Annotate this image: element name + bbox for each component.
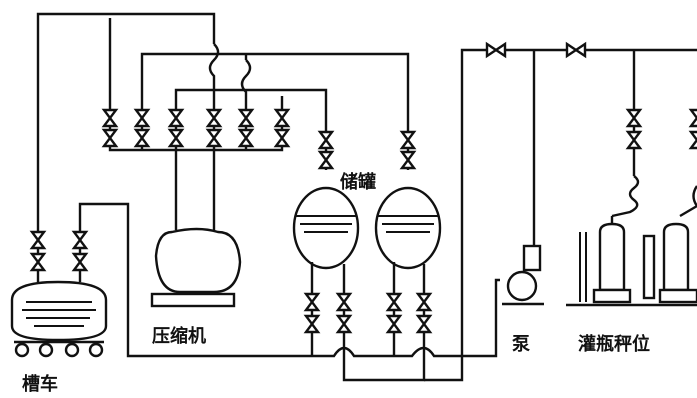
- tank2-top-valve-b: [400, 150, 416, 170]
- tank1-top-valve: [318, 130, 334, 150]
- scale-valve-2: [626, 130, 642, 150]
- filling-scale-label: 灌瓶秤位: [578, 334, 650, 355]
- tanker-valve-1: [30, 230, 46, 250]
- pump-label: 泵: [512, 334, 530, 355]
- tanker-truck: [10, 280, 108, 358]
- tank2-bottom-valve-1: [386, 292, 402, 312]
- compressor: [150, 227, 242, 308]
- manifold-valve-10: [206, 128, 222, 148]
- tank1-bottom-valve-3: [336, 292, 352, 312]
- manifold-valve-2: [134, 108, 150, 128]
- tank1-top-valve-b: [318, 150, 334, 170]
- tanker-valve-4: [72, 252, 88, 272]
- tank2-bottom-valve-4: [416, 314, 432, 334]
- manifold-pipes: [108, 18, 410, 230]
- tank2-top-valve: [400, 130, 416, 150]
- manifold-valve-6: [274, 108, 290, 128]
- filling-scales: [566, 50, 697, 307]
- pump-line-valve-2: [565, 42, 587, 58]
- scale-valve-3: [689, 108, 697, 128]
- manifold-valve-7: [102, 128, 118, 148]
- manifold-valve-5: [238, 108, 254, 128]
- tank1-bottom-valve-2: [304, 314, 320, 334]
- compressor-label: 压缩机: [152, 326, 206, 347]
- tank2-bottom-valve-3: [416, 292, 432, 312]
- tanker-valve-3: [72, 230, 88, 250]
- tank1-bottom-valve-4: [336, 314, 352, 334]
- storage-tanks-label: 储罐: [340, 172, 376, 193]
- scale-valve-1: [626, 108, 642, 128]
- storage-tank-1: [292, 186, 360, 270]
- scale-valve-4: [689, 130, 697, 150]
- manifold-valve-9: [168, 128, 184, 148]
- tank1-bottom-valve-1: [304, 292, 320, 312]
- manifold-valve-4: [206, 108, 222, 128]
- manifold-valve-1: [102, 108, 118, 128]
- pump: [502, 50, 544, 306]
- pump-line-valve-1: [485, 42, 507, 58]
- manifold-valve-11: [238, 128, 254, 148]
- manifold-valve-3: [168, 108, 184, 128]
- manifold-valve-8: [134, 128, 150, 148]
- tanker-valve-2: [30, 252, 46, 272]
- tanker-label: 槽车: [22, 374, 58, 395]
- manifold-valve-12: [274, 128, 290, 148]
- tank2-bottom-valve-2: [386, 314, 402, 334]
- storage-tank-2: [374, 186, 442, 270]
